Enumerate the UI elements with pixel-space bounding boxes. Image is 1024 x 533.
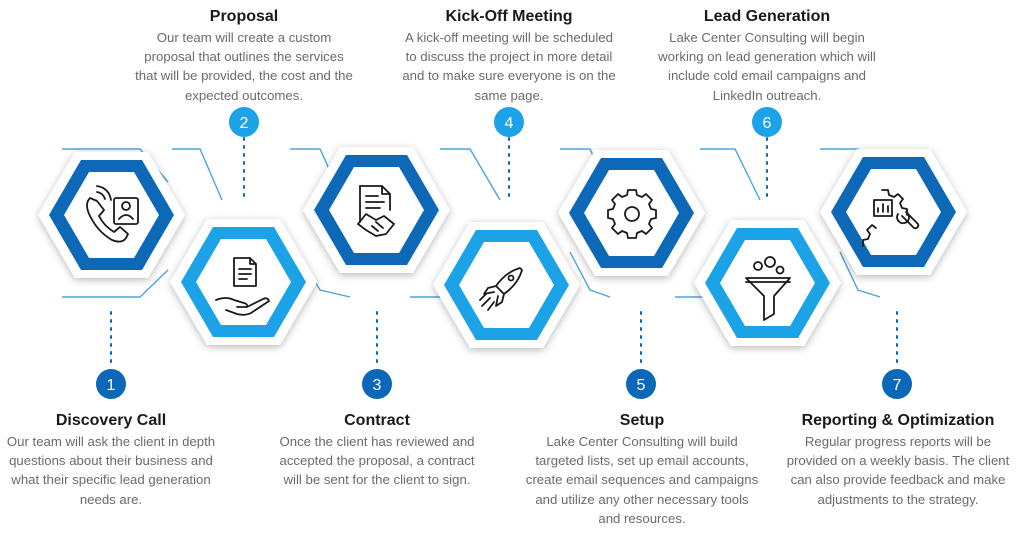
- hexagon-step-2: [170, 219, 317, 345]
- step-description-4: A kick-off meeting will be scheduled to …: [402, 30, 616, 103]
- step-badge-4: 4: [494, 107, 524, 137]
- hexagon-step-4: [433, 222, 580, 348]
- step-text-5: Setup Lake Center Consulting will build …: [524, 411, 760, 528]
- hexagon-step-3: [303, 147, 450, 273]
- hexagon-step-7: [820, 149, 967, 275]
- step-text-1: Discovery Call Our team will ask the cli…: [6, 411, 216, 509]
- step-title-2: Proposal: [209, 8, 279, 25]
- step-text-4: Kick-Off Meeting A kick-off meeting will…: [398, 7, 620, 105]
- step-badge-1: 1: [96, 369, 126, 399]
- step-number-6: 6: [763, 115, 772, 132]
- step-title-7: Reporting & Optimization: [801, 412, 995, 429]
- hexagon-step-1: [38, 152, 185, 278]
- step-text-7: Reporting & Optimization Regular progres…: [780, 411, 1016, 509]
- step-number-7: 7: [893, 377, 902, 394]
- step-description-5: Lake Center Consulting will build target…: [525, 434, 759, 526]
- contract-handshake-icon: [357, 185, 395, 237]
- step-number-3: 3: [373, 377, 382, 394]
- step-text-2: Proposal Our team will create a custom p…: [134, 7, 354, 105]
- step-title-3: Contract: [344, 412, 410, 429]
- step-badge-2: 2: [229, 107, 259, 137]
- step-description-7: Regular progress reports will be provide…: [786, 434, 1010, 507]
- step-description-6: Lake Center Consulting will begin workin…: [658, 30, 876, 103]
- step-badge-6: 6: [752, 107, 782, 137]
- step-text-6: Lead Generation Lake Center Consulting w…: [654, 7, 880, 105]
- step-badge-3: 3: [362, 369, 392, 399]
- step-badge-5: 5: [626, 369, 656, 399]
- step-title-5: Setup: [619, 412, 665, 429]
- step-title-1: Discovery Call: [55, 412, 167, 429]
- phone-contact-icon: [86, 185, 139, 243]
- step-description-2: Our team will create a custom proposal t…: [135, 30, 353, 103]
- step-number-5: 5: [637, 377, 646, 394]
- step-badge-7: 7: [882, 369, 912, 399]
- step-number-4: 4: [505, 115, 514, 132]
- leader-lines: [110, 137, 898, 369]
- funnel-icon: [745, 256, 791, 321]
- hexagon-step-5: [558, 150, 705, 276]
- step-title-4: Kick-Off Meeting: [445, 8, 573, 25]
- step-description-1: Our team will ask the client in depth qu…: [6, 434, 216, 507]
- step-title-6: Lead Generation: [703, 8, 831, 25]
- step-number-2: 2: [240, 115, 249, 132]
- step-description-3: Once the client has reviewed and accepte…: [279, 434, 475, 488]
- hexagon-step-6: [694, 220, 841, 346]
- document-hand-icon: [215, 257, 270, 316]
- gear-icon: [607, 189, 657, 239]
- step-text-3: Contract Once the client has reviewed an…: [276, 411, 478, 490]
- chart-gear-wrench-icon: [862, 189, 920, 247]
- step-number-1: 1: [107, 377, 116, 394]
- rocket-icon: [479, 267, 523, 311]
